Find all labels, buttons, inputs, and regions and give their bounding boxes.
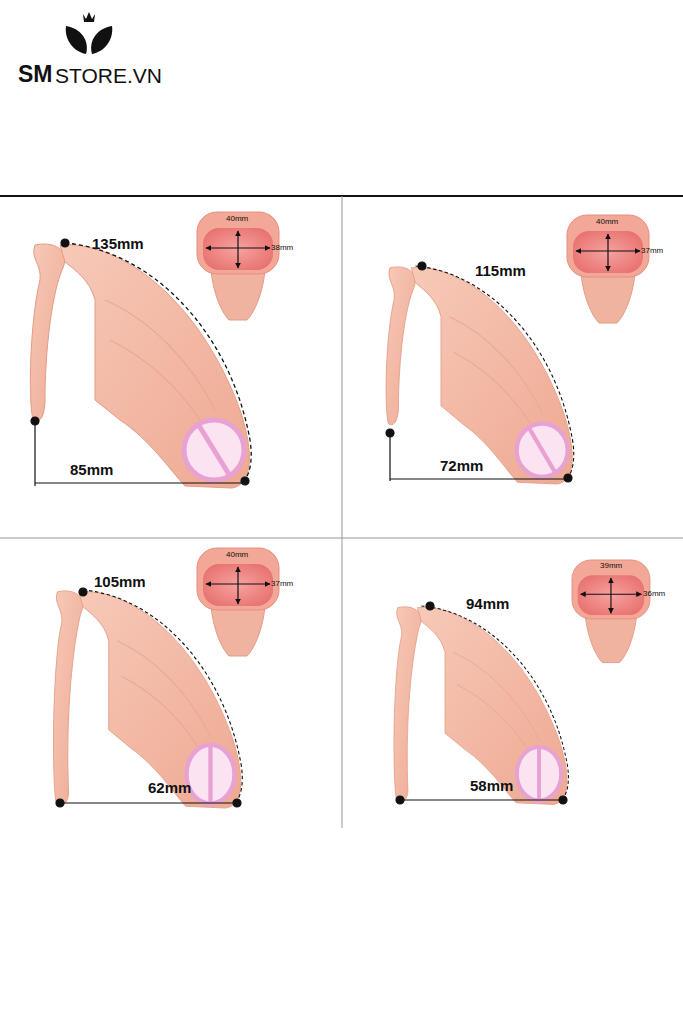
- illustration-part: [418, 262, 426, 270]
- logo-icon: [66, 12, 113, 54]
- illustration-part: [567, 215, 649, 323]
- dimension-label: 105mm: [94, 574, 146, 589]
- illustration-part: [197, 548, 279, 656]
- dimension-label: 135mm: [92, 236, 144, 251]
- product-figure: [30, 243, 573, 808]
- dimension-label: 38mm: [271, 244, 293, 252]
- illustration-part: [83, 12, 95, 22]
- illustration-part: [66, 26, 87, 54]
- illustration-part: [342, 196, 343, 828]
- dimension-label: 115mm: [475, 263, 526, 278]
- illustration-part: [386, 266, 574, 484]
- panel-grid: [0, 196, 683, 828]
- dimension-label: 39mm: [600, 562, 622, 570]
- illustration-part: [197, 212, 279, 320]
- illustration-part: [241, 477, 249, 485]
- illustration-part: [390, 478, 568, 479]
- dimension-label: 37mm: [641, 247, 663, 255]
- logo-text: SM: [18, 63, 53, 86]
- dimension-label: 40mm: [596, 218, 618, 226]
- illustration-part: [394, 606, 568, 804]
- logo-text: STORE.VN: [55, 65, 162, 86]
- dimension-label: 36mm: [643, 590, 665, 598]
- dimension-label: 94mm: [466, 596, 509, 611]
- illustration-part: [400, 799, 563, 800]
- dimension-label: 40mm: [226, 215, 248, 223]
- illustration-part: [389, 433, 390, 481]
- illustration-part: [79, 588, 87, 596]
- illustration-part: [35, 482, 245, 483]
- illustration-part: [34, 421, 35, 486]
- dimension-label: 85mm: [70, 462, 113, 477]
- dimension-label: 62mm: [148, 780, 191, 795]
- illustration-part: [91, 26, 112, 54]
- dimension-label: 37mm: [271, 580, 293, 588]
- illustration-part: [60, 802, 237, 803]
- opening-figure: [197, 212, 650, 663]
- illustration-part: [572, 560, 650, 663]
- dimension-label: 58mm: [470, 778, 513, 793]
- illustration-part: [564, 474, 572, 482]
- illustration-part: [426, 602, 434, 610]
- illustration-part: [61, 239, 69, 247]
- dimension-label: 72mm: [440, 458, 483, 473]
- dimension-label: 40mm: [226, 551, 248, 559]
- dimension-lines: [31, 239, 572, 807]
